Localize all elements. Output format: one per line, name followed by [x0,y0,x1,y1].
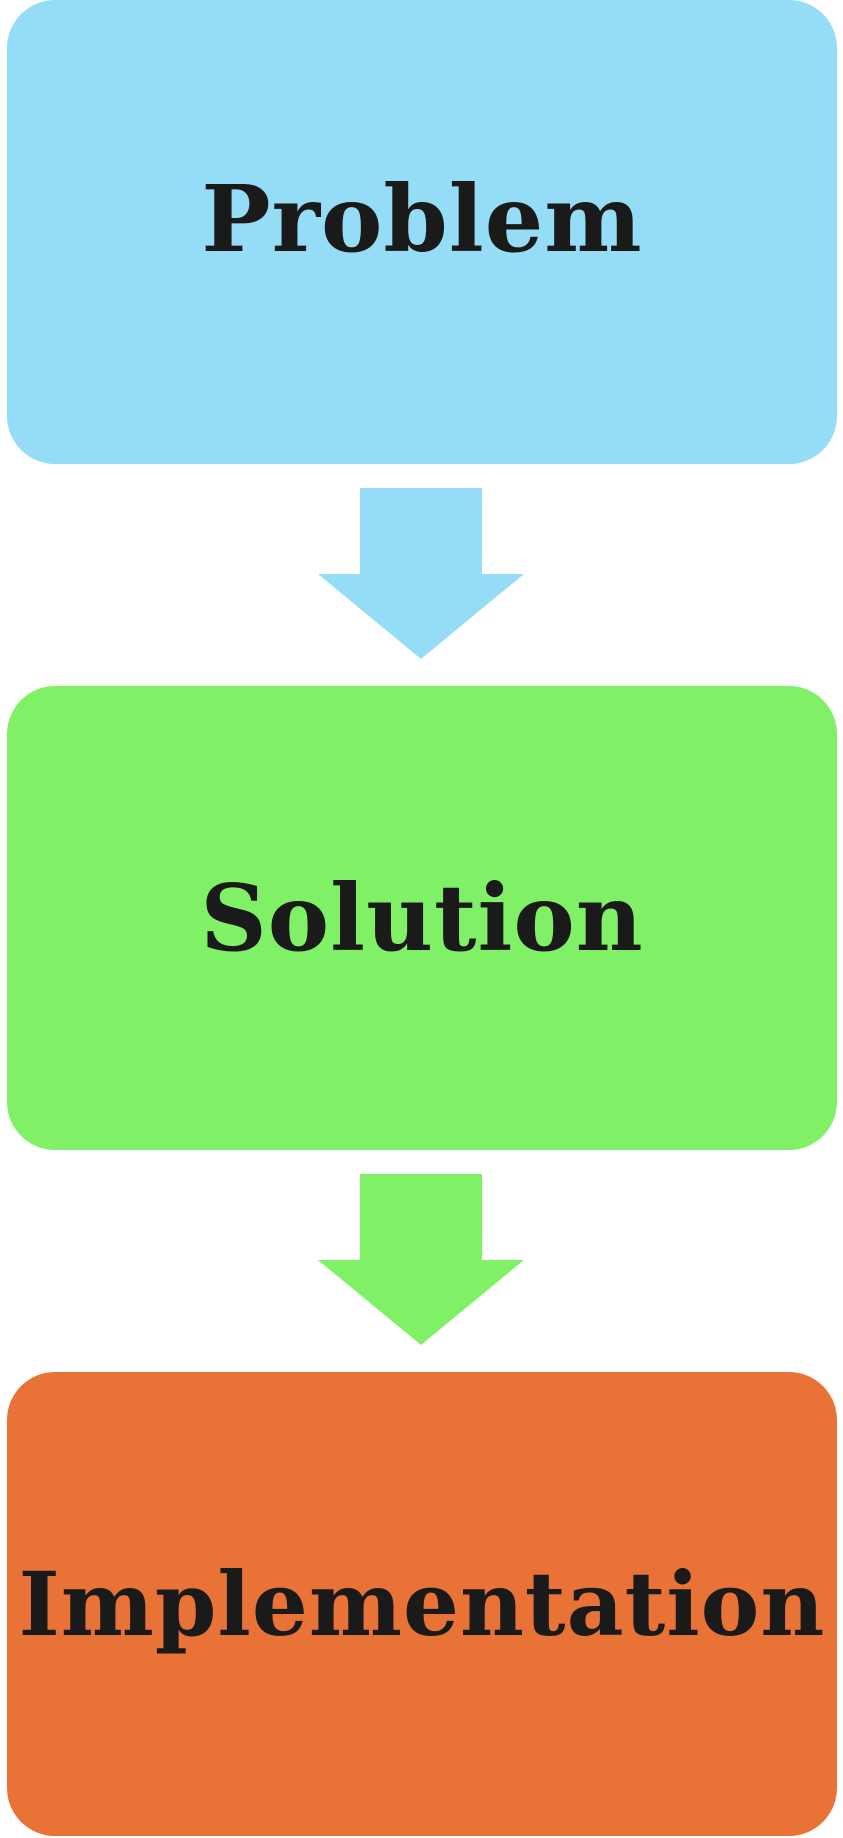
arrow-down-icon [318,1174,524,1345]
problem-box: Problem [7,0,837,464]
solution-box: Solution [7,686,837,1150]
implementation-label: Implementation [18,1552,826,1656]
implementation-box: Implementation [7,1372,837,1836]
problem-label: Problem [201,165,643,273]
solution-label: Solution [200,864,644,972]
arrow-shape [318,488,524,659]
arrow-down-icon [318,488,524,659]
arrow-shape [318,1174,524,1345]
